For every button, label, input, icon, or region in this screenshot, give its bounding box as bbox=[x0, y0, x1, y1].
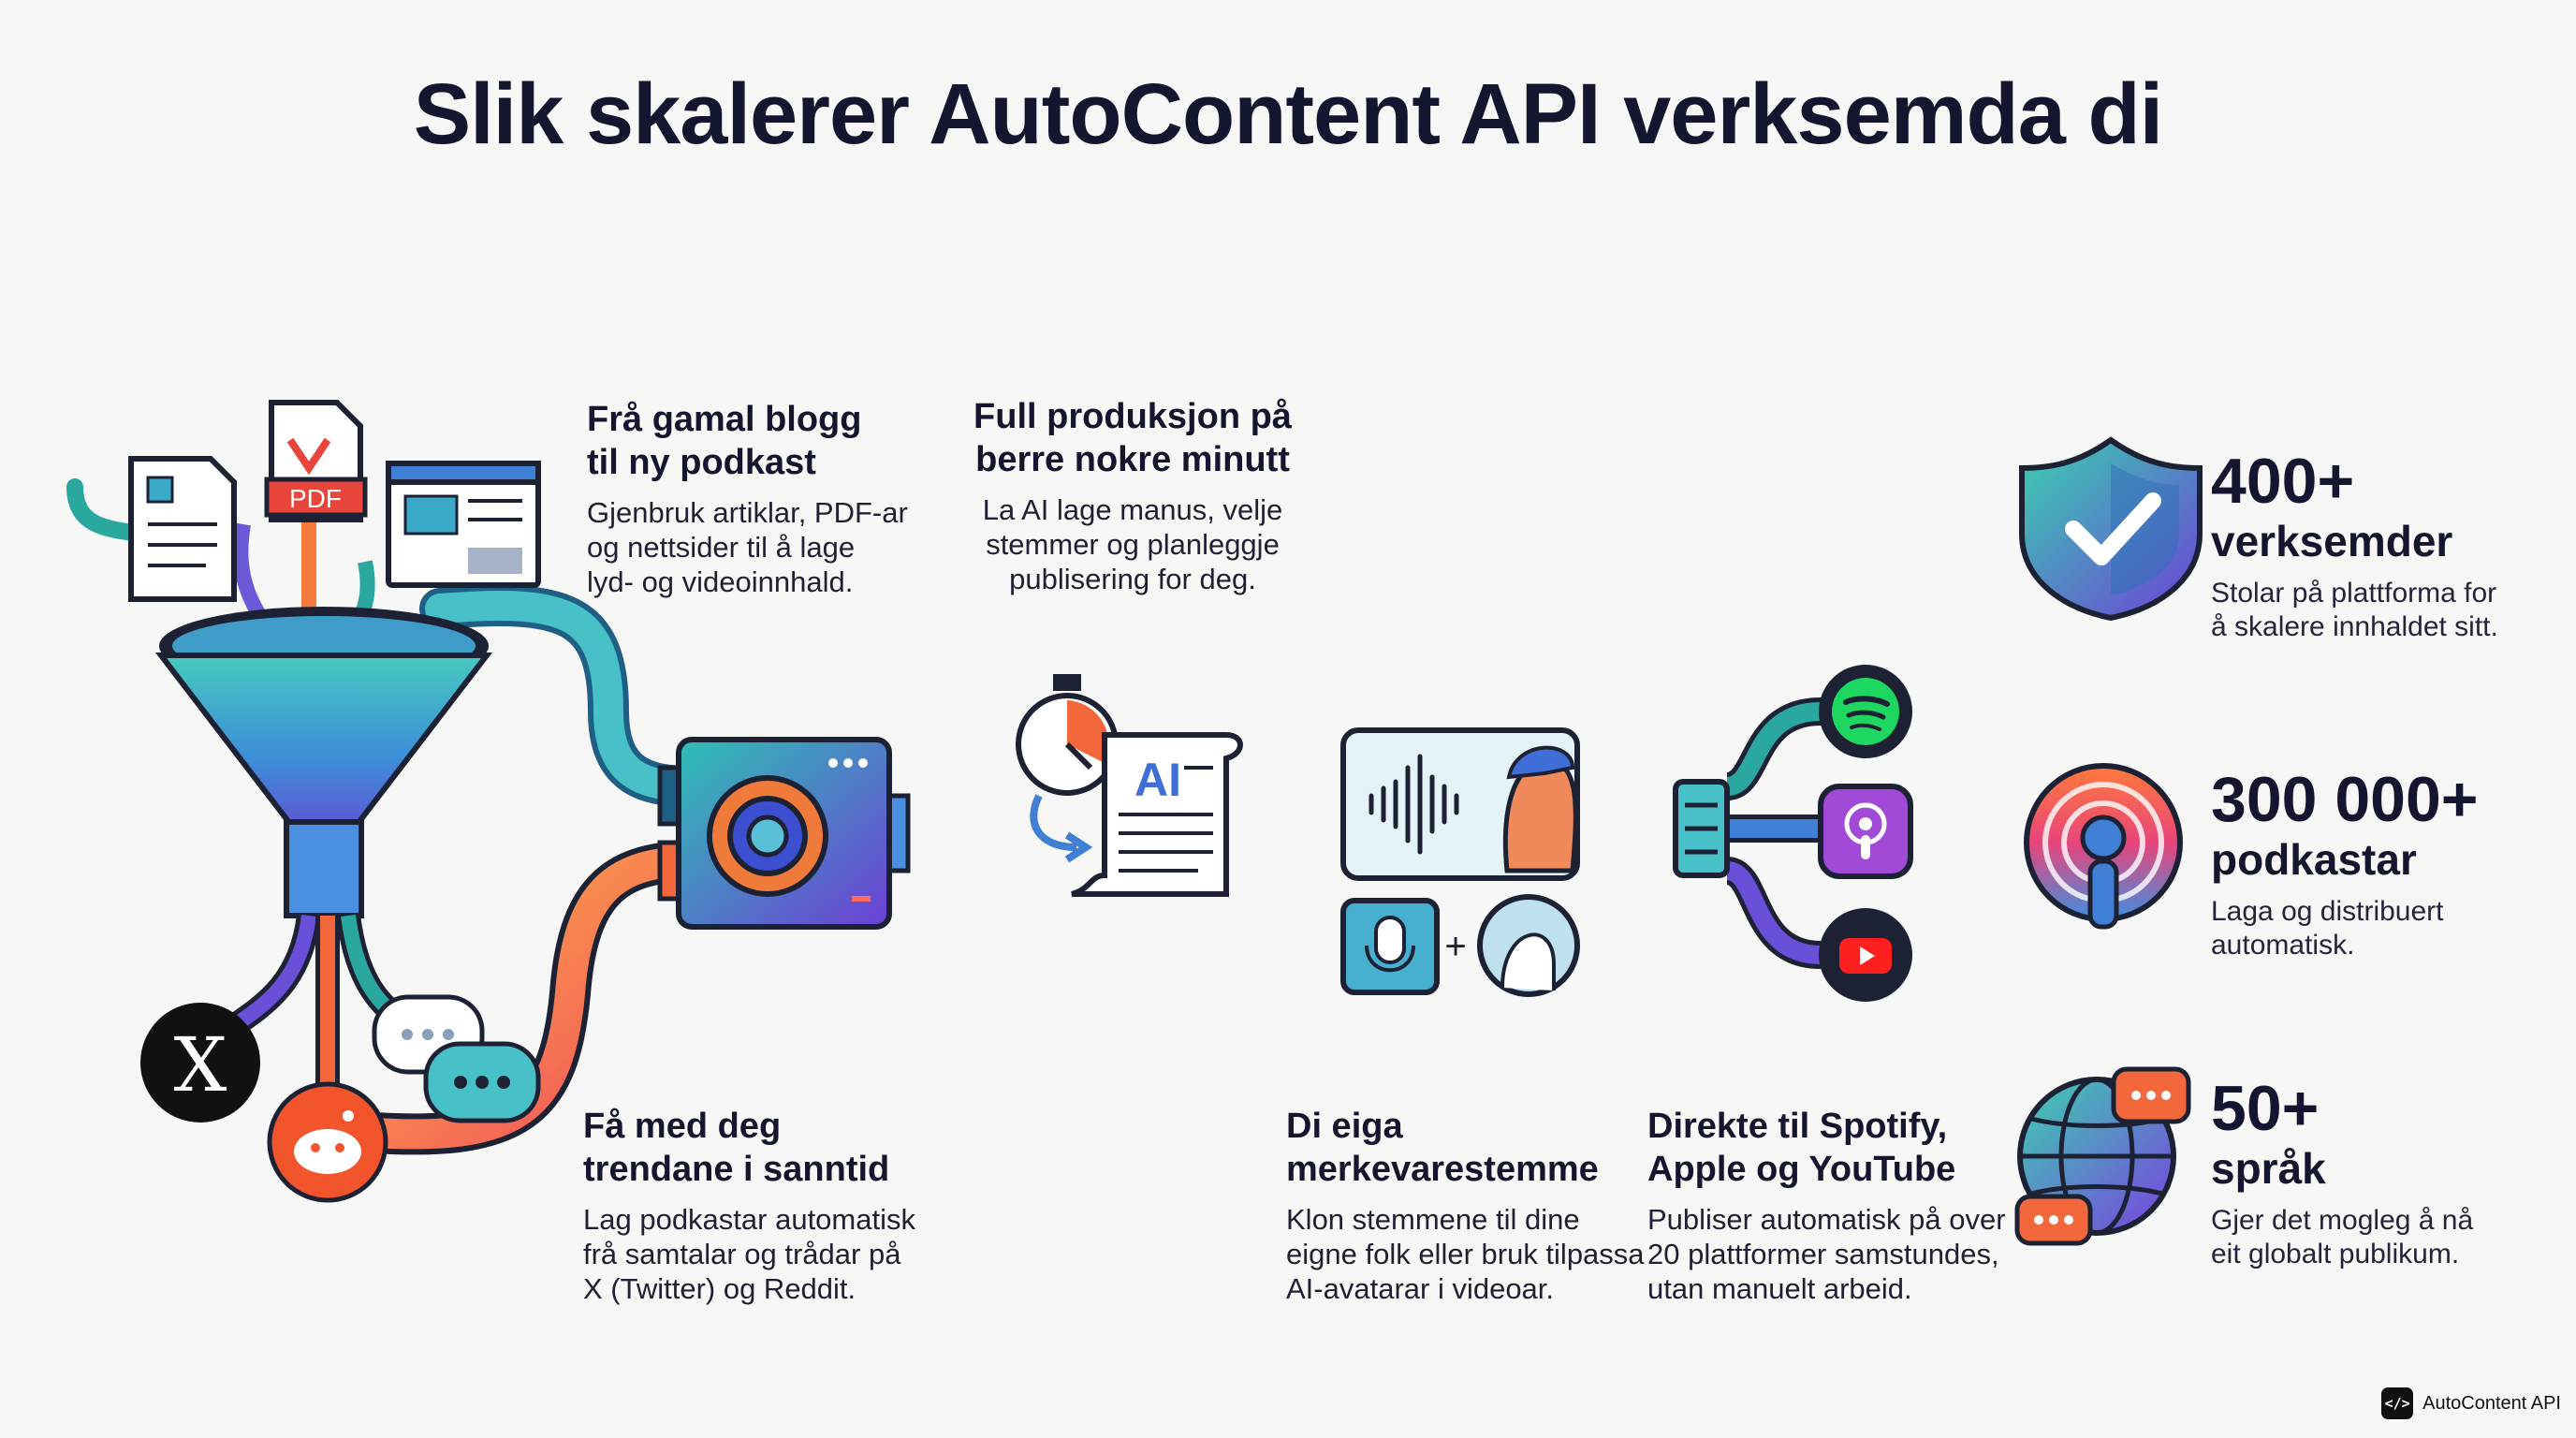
voice-clone-icon: + bbox=[1340, 727, 1580, 997]
podcast-icon bbox=[2024, 763, 2183, 930]
stat-text: automatisk. bbox=[2211, 930, 2355, 961]
stat-label: språk bbox=[2211, 1144, 2326, 1193]
feature-text: publisering for deg. bbox=[1009, 563, 1256, 595]
pdf-icon: PDF bbox=[264, 400, 368, 522]
feature-heading: berre nokre minutt bbox=[975, 440, 1290, 479]
svg-text:X: X bbox=[174, 1021, 227, 1108]
globe-chat-icon bbox=[2014, 1066, 2191, 1246]
stat-number: 300 000+ bbox=[2211, 764, 2479, 835]
page-title: Slik skalerer AutoContent API verksemda … bbox=[413, 66, 2163, 162]
feature-realtime-trends: Få med deg trendane i sanntid Lag podkas… bbox=[583, 1105, 948, 1306]
feature-heading: Apple og YouTube bbox=[1647, 1150, 1956, 1189]
ai-label: AI bbox=[1134, 754, 1181, 806]
ai-script-icon: AI bbox=[1071, 732, 1243, 897]
stat-label: podkastar bbox=[2211, 835, 2417, 884]
stat-text: Gjer det mogleg å nå bbox=[2211, 1205, 2474, 1236]
plus-sign: + bbox=[1444, 926, 1466, 967]
feature-text: utan manuelt arbeid. bbox=[1647, 1272, 1912, 1305]
feature-text: 20 plattformer samstundes, bbox=[1647, 1238, 1999, 1270]
stat-languages: 50+ språk Gjer det mogleg å nå eit globa… bbox=[2211, 1075, 2567, 1271]
stat-number: 400+ bbox=[2211, 446, 2355, 517]
stat-businesses: 400+ verksemder Stolar på plattforma for… bbox=[2211, 448, 2567, 644]
stat-text: eit globalt publikum. bbox=[2211, 1239, 2460, 1269]
webpage-icon bbox=[386, 461, 541, 588]
distribution-hub-icon bbox=[1673, 697, 1822, 969]
pdf-label: PDF bbox=[289, 484, 342, 513]
reddit-logo-icon bbox=[267, 1081, 388, 1203]
chat-bubbles-icon bbox=[372, 994, 541, 1123]
feature-brand-voice: Di eiga merkevarestemme Klon stemmene ti… bbox=[1286, 1105, 1651, 1306]
feature-text: eigne folk eller bruk tilpassa bbox=[1286, 1238, 1645, 1270]
spotify-icon bbox=[1819, 665, 1912, 758]
stat-text: Laga og distribuert bbox=[2211, 896, 2444, 927]
feature-heading: til ny podkast bbox=[587, 443, 816, 482]
code-icon: </> bbox=[2381, 1387, 2414, 1419]
brand-badge[interactable]: </> AutoContent API bbox=[2381, 1387, 2561, 1419]
stat-podcasts: 300 000+ podkastar Laga og distribuert a… bbox=[2211, 766, 2567, 962]
document-icon bbox=[128, 456, 237, 602]
feature-heading: Di eiga bbox=[1286, 1107, 1403, 1146]
feature-text: og nettsider til å lage bbox=[587, 531, 856, 564]
stat-text: Stolar på plattforma for bbox=[2211, 578, 2497, 609]
feature-heading: merkevarestemme bbox=[1286, 1150, 1599, 1189]
feature-text: stemmer og planleggje bbox=[986, 528, 1280, 561]
feature-blog-to-podcast: Frå gamal blogg til ny podkast Gjenbruk … bbox=[587, 398, 924, 599]
brand-badge-label: AutoContent API bbox=[2422, 1392, 2561, 1414]
feature-heading: Full produksjon på bbox=[973, 397, 1292, 436]
feature-text: lyd- og videoinnhald. bbox=[587, 565, 854, 598]
feature-text: AI-avatarar i videoar. bbox=[1286, 1272, 1555, 1305]
processor-gear-icon bbox=[657, 737, 911, 930]
stopwatch-icon bbox=[1016, 674, 1119, 863]
feature-heading: Direkte til Spotify, bbox=[1647, 1107, 1948, 1146]
stat-number: 50+ bbox=[2211, 1073, 2320, 1144]
feature-heading: Frå gamal blogg bbox=[587, 400, 862, 439]
stat-label: verksemder bbox=[2211, 517, 2453, 565]
stat-text: å skalere innhaldet sitt. bbox=[2211, 611, 2498, 642]
feature-direct-publishing: Direkte til Spotify, Apple og YouTube Pu… bbox=[1647, 1105, 2041, 1306]
feature-heading: trendane i sanntid bbox=[583, 1150, 890, 1189]
youtube-icon bbox=[1819, 908, 1912, 1002]
feature-text: Publiser automatisk på over bbox=[1647, 1203, 2006, 1236]
x-logo-icon: X bbox=[140, 1003, 260, 1123]
apple-podcasts-icon bbox=[1818, 784, 1913, 879]
feature-text: X (Twitter) og Reddit. bbox=[583, 1272, 856, 1305]
funnel-illustration bbox=[66, 478, 713, 1155]
shield-check-icon bbox=[2019, 436, 2203, 622]
feature-heading: Få med deg bbox=[583, 1107, 782, 1146]
feature-text: frå samtalar og trådar på bbox=[583, 1238, 901, 1270]
feature-text: La AI lage manus, velje bbox=[982, 493, 1283, 526]
feature-text: Lag podkastar automatisk bbox=[583, 1203, 915, 1236]
feature-full-production: Full produksjon på berre nokre minutt La… bbox=[945, 395, 1320, 596]
feature-text: Klon stemmene til dine bbox=[1286, 1203, 1580, 1236]
feature-text: Gjenbruk artiklar, PDF-ar bbox=[587, 496, 908, 529]
